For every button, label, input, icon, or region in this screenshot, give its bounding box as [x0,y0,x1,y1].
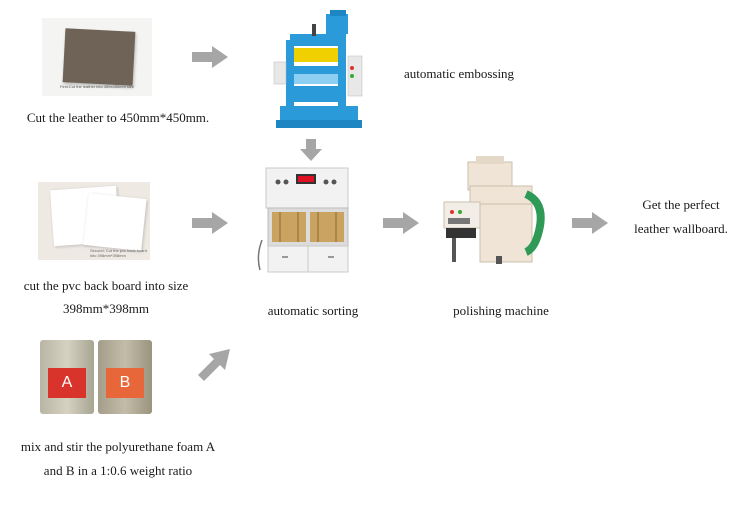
mix-label-line1: mix and stir the polyurethane foam A [20,439,216,454]
mix-label-line2: and B in a 1:0.6 weight ratio [43,463,193,478]
can-b-letter: B [119,374,131,391]
embossing-machine [273,10,363,128]
down-arrow-icon [300,139,322,161]
can-a-letter: A [61,374,73,391]
right-arrow-icon [572,212,608,234]
sorting-label: automatic sorting [267,303,359,318]
cut-pvc-label-line1: cut the pvc back board into size [23,278,189,293]
right-arrow-icon [192,212,228,234]
pvc-sheet [83,193,147,251]
pvc-photo-caption: Second: Cut the pvc back board into 398m… [90,248,147,258]
polishing-label: polishing machine [453,303,549,318]
right-arrow-icon [383,212,419,234]
can-a: A [40,340,94,414]
polishing-machine [443,156,545,264]
foam-cans-photo: A B [38,332,156,414]
sorting-machine [257,167,349,273]
diagonal-arrow-icon [198,349,230,381]
right-arrow-icon [192,46,228,68]
leather-photo-caption: First:Cut the leather into 450x450mm siz… [60,84,135,89]
embossing-label: automatic embossing [403,66,515,81]
result-label-line1: Get the perfect [642,197,720,212]
pvc-board-photo: Second: Cut the pvc back board into 398m… [38,182,150,260]
result-label-line2: leather wallboard. [634,221,728,236]
cut-pvc-label-line2: 398mm*398mm [63,301,149,316]
can-b: B [98,340,152,414]
leather-sheet [62,28,136,86]
cut-leather-label: Cut the leather to 450mm*450mm. [26,110,210,125]
leather-photo: First:Cut the leather into 450x450mm siz… [42,18,152,96]
